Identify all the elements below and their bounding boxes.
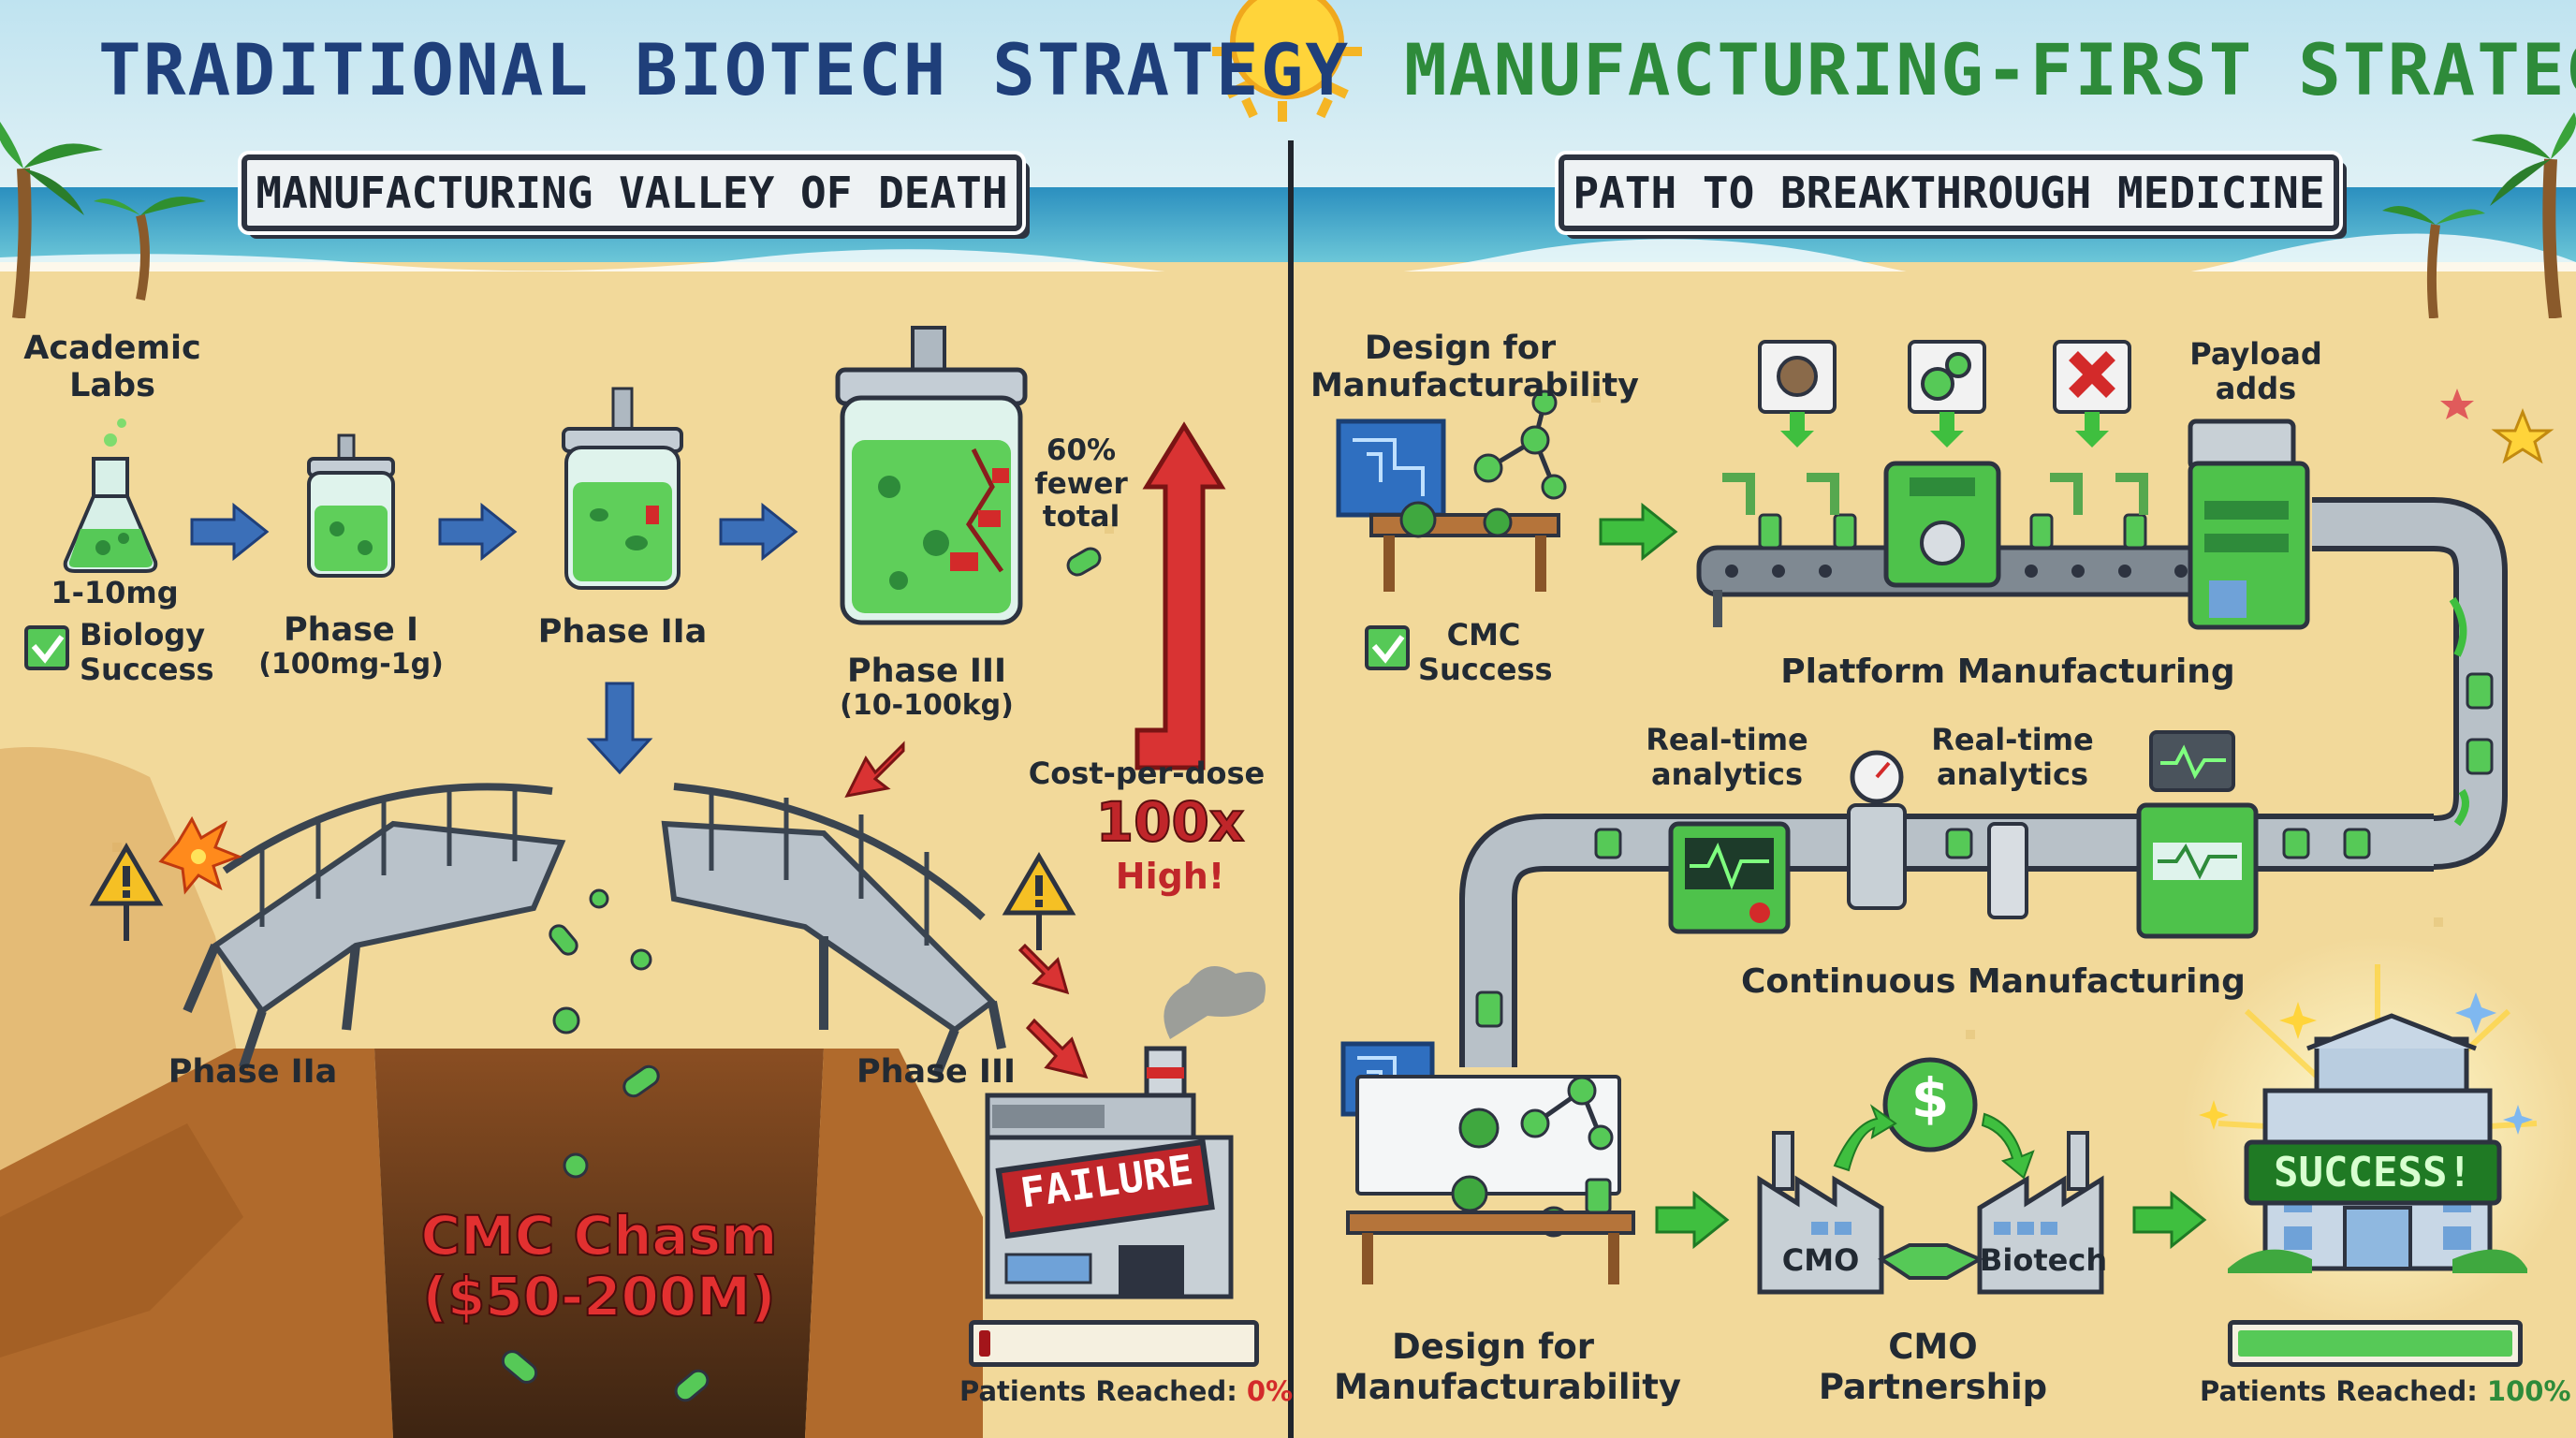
gauge-icon [1847, 750, 1907, 910]
cmc-chasm-label: CMC Chasm ($50-200M) [420, 1204, 779, 1328]
bioreactor-icon [835, 326, 1028, 625]
dollar-icon [1882, 1057, 1978, 1152]
sun-icon [1212, 0, 1362, 122]
fewer-total-label: 60% fewer total [1034, 433, 1128, 535]
payload-machine-icon [2188, 418, 2310, 630]
star-icon [2440, 389, 2474, 419]
factory-icon [1977, 1131, 2104, 1295]
traditional-pathway-graphic [0, 326, 1266, 1438]
patients-progress-bar-right [2228, 1320, 2523, 1367]
patients-reached-left: Patients Reached: 0% [959, 1375, 1293, 1407]
hospital-icon [2228, 1013, 2527, 1273]
biology-success-label: Biology Success [80, 617, 214, 687]
academic-labs-label: Academic Labs [23, 330, 201, 405]
manufacturing-pathway-graphic [1336, 340, 2574, 1329]
patients-progress-fill-left [979, 1330, 990, 1357]
bioreactor-icon [307, 433, 395, 578]
title-traditional: TRADITIONAL BIOTECH STRATEGY [98, 28, 1351, 111]
conveyor-icon [1696, 461, 2226, 627]
phase3-amount-label: (10-100kg) [840, 689, 1014, 722]
star-icon [2491, 407, 2554, 464]
patients-reached-value: 100% [2486, 1375, 2571, 1407]
gear-icon [1399, 501, 1513, 538]
checkbox-icon [1365, 625, 1410, 670]
phase3-label: Phase III [846, 653, 1006, 690]
warning-icon [89, 843, 164, 941]
payload-adds-label: Payload adds [2189, 336, 2322, 406]
phase1-label: Phase I [284, 611, 418, 649]
factory-icon [985, 966, 1266, 1299]
patients-reached-label: Patients Reached: [2200, 1375, 2487, 1407]
bridge-icon [183, 783, 566, 1069]
success-sign: SUCCESS! [2274, 1149, 2472, 1196]
bioreactor-icon [562, 387, 683, 590]
cmo-label: CMO [1781, 1242, 1860, 1278]
checkbox-icon [24, 625, 69, 670]
analytics-label-2: Real-time analytics [1931, 722, 2094, 792]
sparkle-icon [2199, 1002, 2317, 1130]
dollar-sign: $ [1910, 1066, 1950, 1130]
cost-high-label: High! [1115, 856, 1225, 897]
palm-tree-icon [0, 122, 206, 318]
continuous-manufacturing-label: Continuous Manufacturing [1741, 962, 2246, 1001]
molecule-icon [1520, 1076, 1614, 1151]
bridge-icon [661, 783, 1006, 1078]
patients-reached-label: Patients Reached: [959, 1375, 1247, 1407]
cmo-partnership-label: CMO Partnership [1818, 1327, 2048, 1407]
arrow-icon [1599, 502, 2207, 1250]
design-top-label: Design for Manufacturability [1310, 330, 1639, 405]
banner-path-to-breakthrough: PATH TO BREAKTHROUGH MEDICINE [1559, 154, 2339, 231]
cost-per-dose-label: Cost-per-dose [1028, 756, 1266, 791]
banner-valley-of-death: MANUFACTURING VALLEY OF DEATH [242, 154, 1022, 231]
sparkle-icon [2455, 992, 2533, 1135]
bridge-phase3-label: Phase III [856, 1053, 1016, 1091]
cmc-success-label: CMC Success [1418, 617, 1553, 687]
arrow-icon [190, 502, 798, 775]
pipe-icon [1459, 497, 2508, 1067]
palm-tree-icon [2382, 112, 2576, 318]
patients-progress-fill-right [2238, 1330, 2512, 1357]
title-manufacturing-first: MANUFACTURING-FIRST STRATEGY [1404, 28, 2576, 111]
warning-icon [1002, 852, 1076, 950]
platform-manufacturing-label: Platform Manufacturing [1780, 653, 2235, 691]
blueprint-icon [1336, 418, 1446, 518]
gear-icon [1920, 521, 1965, 565]
factory-icon [1757, 1131, 1884, 1295]
phase2a-label: Phase IIa [537, 613, 708, 651]
molecule-icon [1473, 389, 1567, 500]
bridge-phase2a-label: Phase IIa [168, 1053, 338, 1091]
phase1-amount-label: (100mg-1g) [258, 648, 444, 681]
patients-reached-right: Patients Reached: 100% [2200, 1375, 2571, 1407]
patients-progress-bar-left [969, 1320, 1259, 1367]
monitor-icon [1668, 821, 1791, 934]
flask-icon [63, 418, 158, 573]
analytics-label-1: Real-time analytics [1646, 722, 1808, 792]
lab-amount-label: 1-10mg [51, 575, 179, 610]
handshake-icon [1878, 1243, 1984, 1280]
cost-multiplier-value: 100x [1095, 790, 1245, 854]
patients-reached-value: 0% [1246, 1375, 1294, 1407]
design-bottom-label: Design for Manufacturability [1334, 1327, 1682, 1407]
monitor-icon [2136, 730, 2259, 939]
biotech-label: Biotech [1980, 1242, 2108, 1278]
